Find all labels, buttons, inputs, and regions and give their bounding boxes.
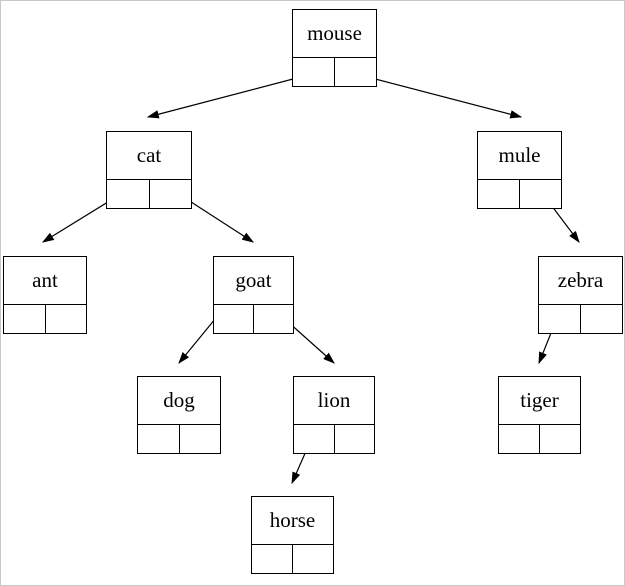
- tree-node-pointer-row: [293, 58, 376, 86]
- tree-node-pointer-row: [138, 425, 220, 453]
- left-pointer-cell[interactable]: [539, 305, 581, 333]
- left-pointer-cell[interactable]: [294, 425, 335, 453]
- left-pointer-cell[interactable]: [293, 58, 335, 86]
- tree-node-label: lion: [294, 377, 374, 425]
- tree-node-horse[interactable]: horse: [251, 496, 334, 574]
- right-pointer-cell[interactable]: [254, 305, 293, 333]
- tree-node-pointer-row: [294, 425, 374, 453]
- right-pointer-cell[interactable]: [180, 425, 221, 453]
- left-pointer-cell[interactable]: [252, 545, 293, 573]
- tree-node-pointer-row: [539, 305, 622, 333]
- tree-node-label: ant: [4, 257, 86, 305]
- tree-node-mule[interactable]: mule: [477, 131, 562, 209]
- left-pointer-cell[interactable]: [107, 180, 150, 208]
- tree-edge-mouse-mule: [355, 73, 523, 119]
- right-pointer-cell[interactable]: [293, 545, 333, 573]
- tree-node-pointer-row: [107, 180, 191, 208]
- tree-node-label: mule: [478, 132, 561, 180]
- tree-node-label: zebra: [539, 257, 622, 305]
- right-pointer-cell[interactable]: [335, 425, 375, 453]
- tree-node-label: dog: [138, 377, 220, 425]
- tree-node-pointer-row: [478, 180, 561, 208]
- right-pointer-cell[interactable]: [46, 305, 87, 333]
- tree-node-label: cat: [107, 132, 191, 180]
- tree-node-pointer-row: [4, 305, 86, 333]
- left-pointer-cell[interactable]: [138, 425, 180, 453]
- right-pointer-cell[interactable]: [150, 180, 192, 208]
- tree-node-dog[interactable]: dog: [137, 376, 221, 454]
- right-pointer-cell[interactable]: [520, 180, 561, 208]
- tree-node-ant[interactable]: ant: [3, 256, 87, 334]
- left-pointer-cell[interactable]: [478, 180, 520, 208]
- tree-node-goat[interactable]: goat: [213, 256, 294, 334]
- tree-node-pointer-row: [499, 425, 580, 453]
- right-pointer-cell[interactable]: [335, 58, 376, 86]
- right-pointer-cell[interactable]: [540, 425, 580, 453]
- tree-node-label: mouse: [293, 10, 376, 58]
- tree-node-label: horse: [252, 497, 333, 545]
- left-pointer-cell[interactable]: [4, 305, 46, 333]
- left-pointer-cell[interactable]: [499, 425, 540, 453]
- tree-node-pointer-row: [214, 305, 293, 333]
- left-pointer-cell[interactable]: [214, 305, 254, 333]
- tree-node-mouse[interactable]: mouse: [292, 9, 377, 87]
- tree-edge-mouse-cat: [146, 73, 313, 119]
- tree-node-lion[interactable]: lion: [293, 376, 375, 454]
- right-pointer-cell[interactable]: [581, 305, 622, 333]
- tree-node-cat[interactable]: cat: [106, 131, 192, 209]
- tree-node-tiger[interactable]: tiger: [498, 376, 581, 454]
- tree-node-label: tiger: [499, 377, 580, 425]
- tree-node-pointer-row: [252, 545, 333, 573]
- tree-node-zebra[interactable]: zebra: [538, 256, 623, 334]
- tree-node-label: goat: [214, 257, 293, 305]
